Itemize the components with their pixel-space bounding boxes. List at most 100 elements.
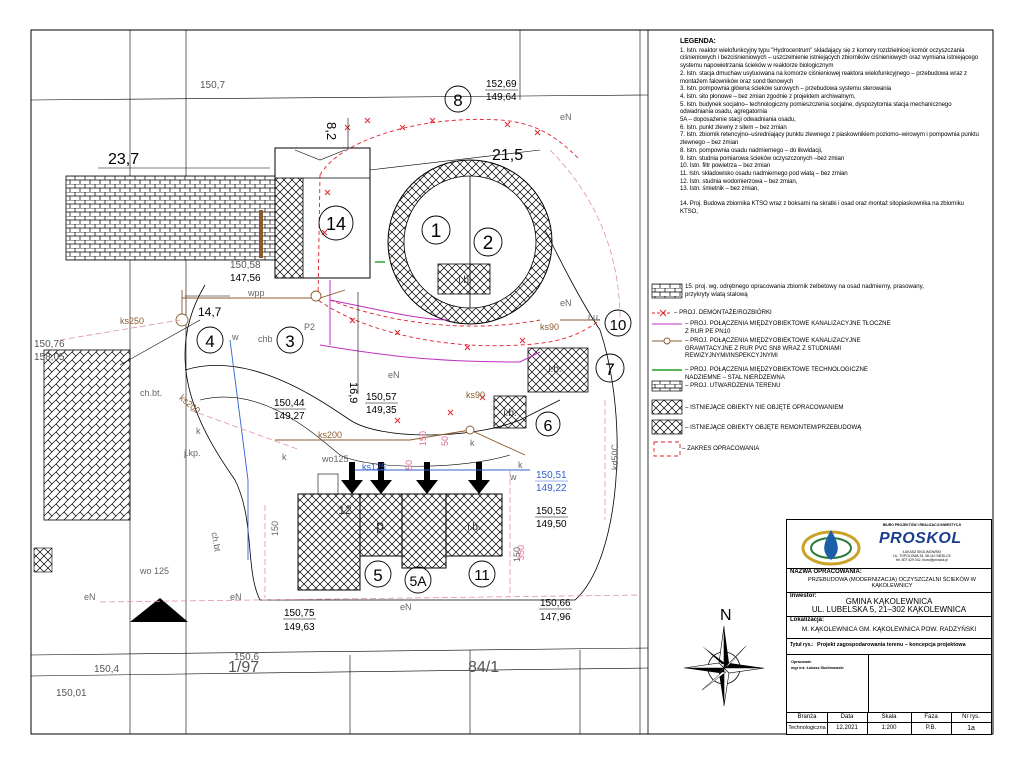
paved-area-west	[43, 349, 131, 521]
pipe-label-wo125-b: wo125	[321, 454, 349, 464]
legend-text-demolition: – PROJ. DEMONTAŻE/ROZBIÓRKI	[674, 309, 772, 316]
legend-item-2: 2. Istn. stacja dmuchaw usytuowana na ko…	[680, 69, 967, 85]
name-label: NAZWA OPRACOWANIA:	[790, 569, 862, 575]
parcel-84-1: 84/1	[468, 659, 499, 676]
legend-item-1: 1. Istn. reaktor wielofunkcyjny typu "Hy…	[680, 46, 979, 70]
val-data: 12.2021	[836, 725, 858, 731]
pipe-label-ru: r.u.	[588, 312, 601, 322]
val-nr: 1a	[967, 725, 975, 732]
dim-23-7: 23,7	[108, 151, 139, 168]
height-150-01: 150,01	[56, 688, 87, 699]
pipe-label-150-b: 150	[512, 547, 522, 562]
pipe-label-wpp: wpp	[247, 288, 265, 298]
legend-symbol-renovated	[651, 419, 683, 435]
elev-top-4: 150,51	[536, 470, 567, 481]
pipe-label-chbt2: ch.bt.	[140, 388, 162, 398]
obj-label-ib-3: i.b.	[503, 408, 516, 419]
legend-text-paving: – PROJ. UTWARDZENIA TERENU	[685, 382, 781, 389]
north-label: N	[720, 607, 732, 624]
company-address: UL. TOPOLOWA 33, 08-110 SIEDLCE	[893, 554, 951, 558]
reactor-1-2	[387, 159, 553, 325]
label-obj-4: 4	[205, 332, 214, 351]
height-150-6: 150,6	[234, 652, 259, 663]
pipe-size-350: 350	[516, 545, 526, 560]
label-obj-1: 1	[431, 221, 442, 242]
pipe-label-kd50c: kd50C	[610, 443, 620, 470]
elev-top-3: 150,57	[366, 392, 397, 403]
elev-bottom-7: 147,96	[540, 612, 571, 623]
legend-item-11: 11. Istn. składowisko osadu nadmiernego …	[680, 169, 848, 177]
obj-label-ib-1: i.b.	[458, 275, 471, 286]
pipe-label-k-3: k	[470, 438, 475, 448]
label-obj-14: 14	[326, 214, 346, 234]
pipe-label-wo125-a: wo 125	[139, 566, 169, 576]
proskol-logo-icon	[801, 530, 861, 566]
label-obj-5: 5	[373, 566, 382, 585]
legend-symbol-cross	[659, 309, 667, 317]
elev-bottom-4: 149,22	[536, 483, 567, 494]
legend-item-14: 14. Proj. Budowa zbiornika KTSO wraz z b…	[680, 200, 964, 215]
power-lines	[59, 149, 641, 603]
pressure-pipes	[319, 280, 541, 363]
pipe-label-k-2: k	[196, 426, 201, 436]
internal-road-edge	[199, 396, 511, 467]
pipe-size-50-b: 50	[440, 436, 450, 446]
height-150-76: 150,76	[34, 339, 65, 350]
company-header: BIURO PROJEKTÓW I REALIZACJI INWESTYCJI	[882, 523, 962, 527]
legend-text-steel: – PROJ. POŁĄCZENIA MIĘDZYOBIEKTOWE TECHN…	[685, 366, 868, 381]
legend-item-7: 7. Istn. zbiornik retencyjno–uśredniając…	[680, 131, 979, 147]
parcel-lines	[30, 30, 649, 734]
label-obj-2: 2	[483, 233, 494, 254]
dim-8-2: 8,2	[324, 122, 339, 140]
pipe-label-en-4: eN	[560, 112, 572, 122]
pipe-label-150-a: 150	[270, 521, 280, 536]
val-faza: P.B.	[925, 725, 937, 731]
label-obj-11: 11	[474, 567, 490, 584]
pipe-label-chb: chb	[258, 334, 273, 344]
dumpster-small	[33, 547, 53, 573]
company-contact: tel. 507 429 042, biuro@proskol.pl	[896, 558, 948, 562]
legend-text-pressure: – PROJ. POŁĄCZENIA MIĘDZYOBIEKTOWE KANAL…	[685, 320, 891, 335]
demolition-lines	[317, 118, 681, 457]
label-obj-10: 10	[610, 317, 627, 334]
investor-line2: UL. LUBELSKA 5, 21–302 KĄKOLEWNICA	[811, 605, 967, 614]
elev-top-8: 147,56	[230, 273, 261, 284]
legend-item-12: 12. Istn. studnia wodomierzowa – bez zmi…	[680, 177, 798, 185]
pipe-label-en-2: eN	[230, 592, 242, 602]
label-obj-8: 8	[453, 91, 462, 110]
investor-line1: GMINA KĄKOLEWNICA	[845, 597, 933, 606]
legend-item-8: 8. Istn. pompownia osadu nadmiernego – d…	[680, 146, 823, 154]
dim-16-9: 16,9	[347, 382, 359, 403]
legend-item-13: 13. Istn. śmietnik – bez zmian,	[680, 185, 759, 193]
pipe-label-ks125: ks125	[362, 462, 386, 472]
company-name: PROSKOL	[879, 530, 962, 547]
legend-item-6: 6. Istn. punkt zlewny z sitem – bez zmia…	[680, 123, 787, 131]
north-triangle-marker	[130, 598, 188, 622]
entry-arrows	[341, 462, 490, 494]
company-owner: ŁUKASZ SKOLIMOWSKI	[902, 550, 942, 554]
legend-item-3: 3. Istn. pompownia główna ścieków surowy…	[680, 85, 892, 93]
elev-top-6: 150,75	[284, 608, 315, 619]
legend: LEGENDA: 1. Istn. reaktor wielofunkcyjny…	[680, 38, 980, 215]
pipe-label-ks250: ks250	[120, 316, 144, 326]
pipe-size-150: 150	[418, 431, 428, 446]
pipe-label-en-1: eN	[84, 592, 96, 602]
elev-top-2: 150,44	[274, 398, 305, 409]
hdr-nr: Nr rys.	[962, 714, 980, 720]
height-150-58: 150,58	[230, 260, 261, 271]
pipe-label-ks90-b: ks90	[540, 322, 559, 332]
obj-label-ib-2: i.b.	[548, 364, 561, 375]
dim-14-7: 14,7	[198, 305, 222, 319]
designer-name: mgr inż. Łukasz Skolimowski	[791, 666, 844, 670]
label-obj-3: 3	[285, 332, 294, 351]
pipe-label-ks90-a: ks90	[466, 390, 485, 400]
location-value: M. KĄKOLEWNICA GM. KĄKOLEWNICA POW. RADZ…	[801, 626, 977, 633]
legend-symbol-paving	[651, 283, 683, 299]
designer-label: Opracował:	[791, 660, 812, 664]
ktso-tank-14	[274, 147, 371, 279]
building-5-5a-11	[297, 473, 503, 591]
object-6-box	[493, 395, 527, 429]
hdr-skala: Skala	[881, 714, 897, 720]
